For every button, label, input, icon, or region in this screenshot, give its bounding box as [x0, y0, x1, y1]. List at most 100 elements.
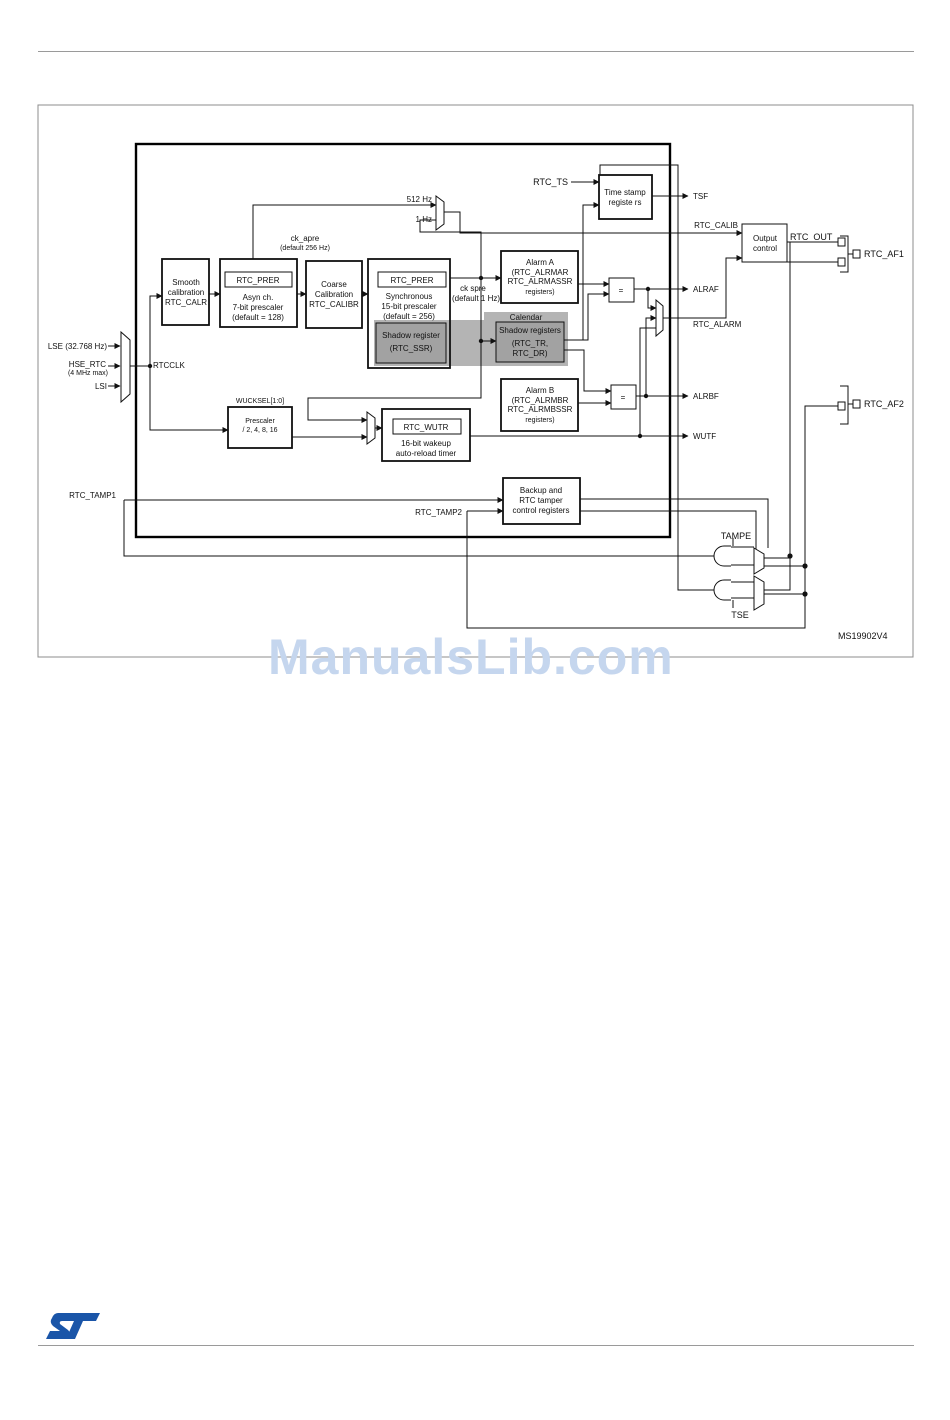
- sync-prescaler-block: [367, 258, 451, 369]
- backup-line1: Backup and: [520, 486, 562, 495]
- calendar-title-bg: [484, 312, 568, 322]
- wakeup-timer-block: [381, 408, 471, 462]
- ck-apre-label: ck_apre: [291, 234, 320, 243]
- timestamp-line1: Time stamp: [604, 188, 646, 197]
- coarse-cal-line3: RTC_CALIBR: [309, 300, 359, 309]
- async-prer-label: RTC_PRER: [237, 276, 280, 285]
- wutr-label: RTC_WUTR: [404, 423, 449, 432]
- alarm-b-comparator: [610, 384, 637, 410]
- rtcclk-input-mux: [120, 330, 131, 404]
- ck-spre-default-label: (default 1 Hz): [452, 294, 500, 303]
- calendar-shadow-line3: RTC_DR): [513, 349, 548, 358]
- alarm-b-line3: RTC_ALRMBSSR: [508, 405, 573, 414]
- wucksel-label: WUCKSEL[1:0]: [236, 398, 284, 405]
- rtc-af2-label: RTC_AF2: [864, 399, 904, 409]
- smooth-cal-line1: Smooth: [172, 278, 200, 287]
- rtc-ts-label: RTC_TS: [533, 177, 568, 187]
- ck-apre-default-label: (default 256 Hz): [280, 245, 330, 252]
- rtc-af1-pin: [837, 235, 861, 273]
- wutr-register: [392, 418, 462, 435]
- alarm-b-line4: registers): [525, 417, 554, 424]
- alarm-a-line4: registers): [525, 289, 554, 296]
- alarm-a-line2: (RTC_ALRMAR: [512, 268, 569, 277]
- wakeup-clock-mux: [366, 411, 376, 445]
- figure-id: MS19902V4: [838, 631, 888, 641]
- calendar-shadow-line2: (RTC_TR,: [512, 339, 548, 348]
- st-logo-icon: ST: [46, 1313, 100, 1339]
- output-control-block: [741, 223, 788, 263]
- sync-desc-line3: (default = 256): [383, 312, 435, 321]
- backup-line3: control registers: [513, 506, 570, 515]
- lse-label: LSE (32.768 Hz): [48, 342, 107, 351]
- alarm-b-line1: Alarm B: [526, 386, 554, 395]
- freq-512hz-label: 512 Hz: [407, 195, 432, 204]
- wutr-desc-line2: auto-reload timer: [396, 449, 457, 458]
- async-prer-register: [224, 271, 293, 288]
- alarm-output-mux: [655, 298, 664, 338]
- async-desc-line1: Asyn ch.: [243, 293, 274, 302]
- alarm-b-comparator-symbol: =: [621, 393, 626, 402]
- alarm-a-line1: Alarm A: [526, 258, 555, 267]
- rtc-out-label: RTC_OUT: [790, 232, 833, 242]
- rtcclk-label: RTCCLK: [153, 361, 186, 370]
- async-prescaler-block: [219, 258, 298, 328]
- tsf-label: TSF: [693, 192, 708, 201]
- junction-dots: [147, 275, 808, 597]
- lsi-label: LSI: [95, 382, 107, 391]
- shadow-ssr-register: [375, 322, 447, 364]
- alarm-a-block: [500, 250, 579, 304]
- coarse-cal-line1: Coarse: [321, 280, 347, 289]
- footer-rule: [38, 1345, 914, 1346]
- backup-line2: RTC tamper: [519, 496, 563, 505]
- signal-wires: [108, 164, 853, 629]
- alarm-b-line2: (RTC_ALRMBR: [512, 396, 569, 405]
- tampe-label: TAMPE: [721, 531, 751, 541]
- alraf-label: ALRAF: [693, 285, 719, 294]
- rtc-core-boundary: [134, 142, 672, 539]
- output-control-line2: control: [753, 244, 777, 253]
- sync-desc-line2: 15-bit prescaler: [381, 302, 436, 311]
- calendar-shadow-registers: [495, 321, 565, 363]
- ck-spre-label: ck spre: [460, 284, 486, 293]
- alarm-a-comparator-symbol: =: [619, 286, 624, 295]
- sync-desc-line1: Synchronous: [386, 292, 433, 301]
- coarse-cal-line2: Calibration: [315, 290, 353, 299]
- hse-label: HSE_RTC: [69, 360, 106, 369]
- rtc-calib-label: RTC_CALIB: [694, 221, 738, 230]
- tse-gate: [713, 575, 765, 611]
- rtc-af2-pin: [837, 385, 861, 425]
- async-desc-line3: (default = 128): [232, 313, 284, 322]
- calendar-title: Calendar: [510, 313, 543, 322]
- alarm-a-comparator: [608, 277, 635, 303]
- output-control-line1: Output: [753, 234, 778, 243]
- smooth-cal-line3: RTC_CALR: [165, 298, 207, 307]
- rtc-af1-label: RTC_AF1: [864, 249, 904, 259]
- freq-1hz-label: 1 Hz: [416, 215, 432, 224]
- calib-output-mux: [435, 195, 445, 231]
- rtc-tamp2-label: RTC_TAMP2: [415, 508, 462, 517]
- sync-prer-register: [377, 271, 447, 288]
- header-rule: [38, 51, 914, 52]
- timestamp-registers: [598, 174, 653, 220]
- smooth-cal-line2: calibration: [168, 288, 204, 297]
- timestamp-line2: registe rs: [609, 198, 642, 207]
- backup-tamper-block: [502, 477, 581, 525]
- hse-max-label: (4 MHz max): [68, 370, 108, 377]
- coarse-calibration-block: [305, 260, 363, 329]
- smooth-calibration-block: [161, 258, 210, 326]
- prescaler-line1: Prescaler: [245, 418, 275, 425]
- calendar-shadow-line1: Shadow registers: [499, 326, 561, 335]
- alarm-b-block: [500, 378, 579, 432]
- wutf-label: WUTF: [693, 432, 716, 441]
- alrbf-label: ALRBF: [693, 392, 719, 401]
- shadow-ssr-line2: (RTC_SSR): [390, 344, 433, 353]
- rtc-tamp1-label: RTC_TAMP1: [69, 491, 116, 500]
- wutr-desc-line1: 16-bit wakeup: [401, 439, 451, 448]
- shadow-ssr-line1: Shadow register: [382, 331, 440, 340]
- rtc-alarm-label: RTC_ALARM: [693, 320, 742, 329]
- tse-label: TSE: [731, 610, 749, 620]
- async-desc-line2: 7-bit prescaler: [233, 303, 284, 312]
- prescaler-line2: / 2, 4, 8, 16: [242, 427, 277, 434]
- figure-frame: [37, 104, 914, 658]
